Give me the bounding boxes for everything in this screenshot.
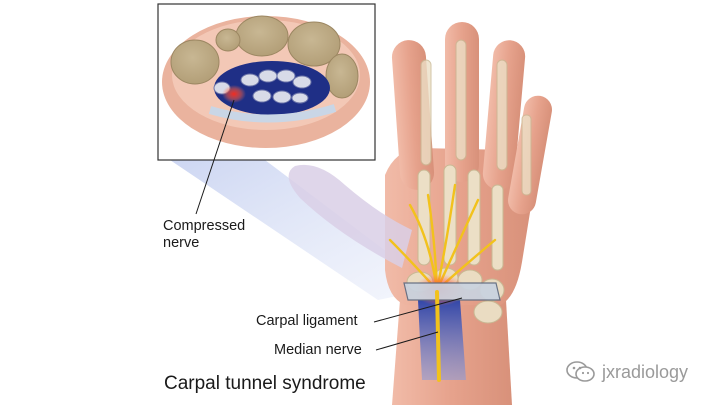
- hand-illustration: [288, 22, 552, 405]
- watermark: jxradiology: [566, 360, 688, 384]
- projection-beam: [170, 160, 435, 300]
- label-compressed-nerve: Compressed nerve: [163, 218, 245, 252]
- diagram-title: Carpal tunnel syndrome: [164, 373, 366, 394]
- tendon-sheath: [418, 300, 466, 380]
- label-median-nerve: Median nerve: [274, 342, 362, 358]
- inset-cross-section: [157, 3, 376, 161]
- leader-compressed-nerve: [195, 99, 235, 215]
- label-compressed-line2: nerve: [163, 235, 200, 251]
- leader-carpal-ligament: [373, 297, 463, 323]
- label-carpal-ligament: Carpal ligament: [256, 313, 358, 329]
- label-compressed-line1: Compressed: [163, 218, 246, 234]
- wechat-icon: [566, 361, 595, 382]
- median-nerve-trunk: [435, 290, 441, 382]
- carpal-ligament-band: [403, 282, 501, 301]
- leader-median-nerve: [375, 331, 439, 351]
- watermark-text: jxradiology: [602, 361, 689, 382]
